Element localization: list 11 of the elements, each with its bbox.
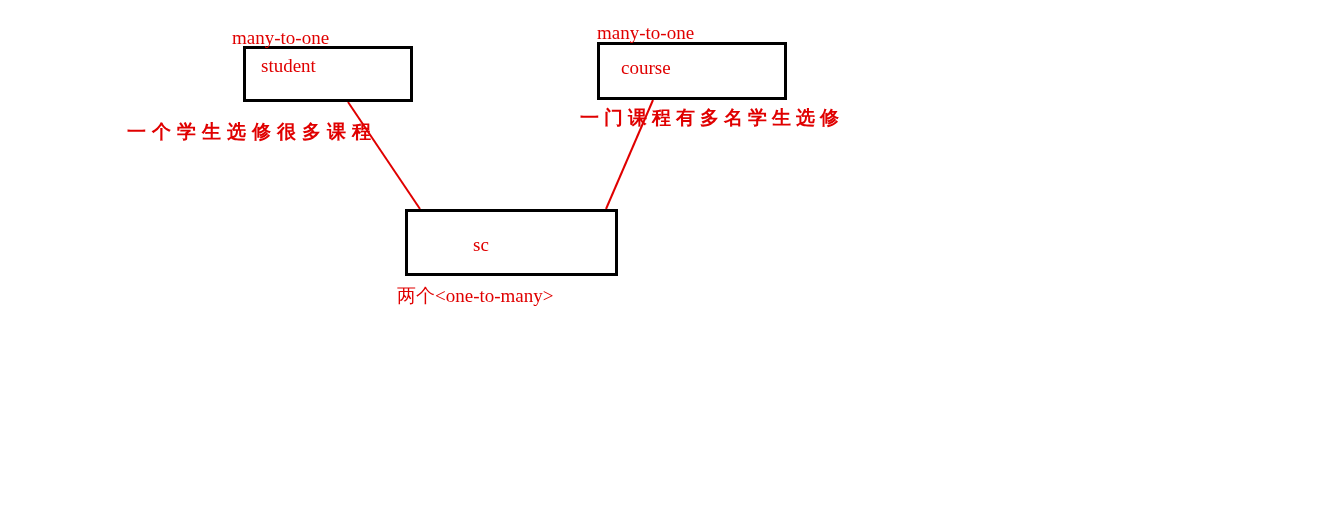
entity-box <box>405 209 618 276</box>
entity-name: sc <box>473 235 489 254</box>
entity-name: course <box>621 58 671 77</box>
connector-line <box>605 99 654 210</box>
connector-line <box>347 101 421 210</box>
entity-box <box>597 42 787 100</box>
entity-name: student <box>261 56 316 75</box>
entity-box <box>243 46 413 102</box>
relation-note: many-to-one <box>597 23 695 42</box>
relation-note: 两个<one-to-many> <box>397 286 554 305</box>
relation-note: many-to-one <box>232 28 330 47</box>
